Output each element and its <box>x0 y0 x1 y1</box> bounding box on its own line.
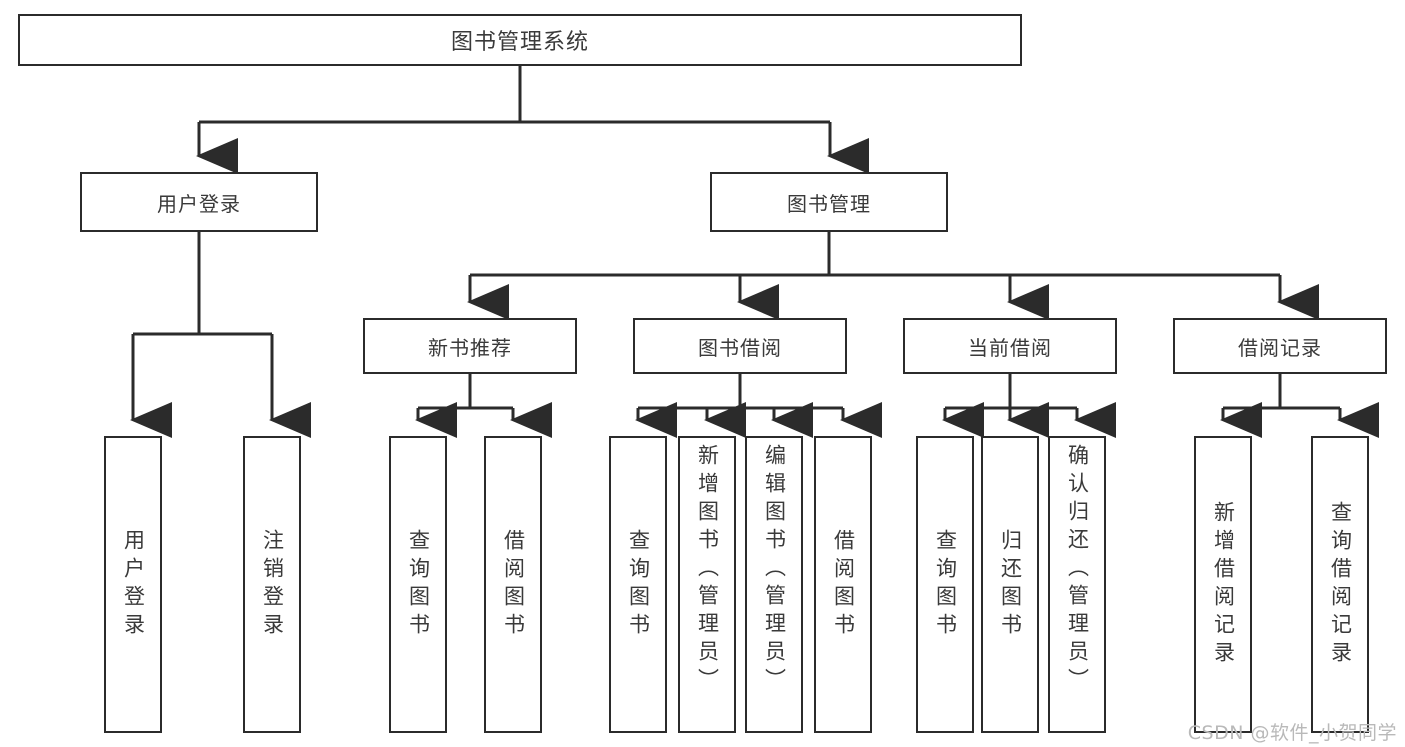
leaf-edit-book-admin[interactable]: 编辑图书（管理员） <box>745 436 803 733</box>
leaf-add-borrow-record[interactable]: 新增借阅记录 <box>1194 436 1252 733</box>
leaf-add-book-admin[interactable]: 新增图书（管理员） <box>678 436 736 733</box>
leaf-label: 归还图书 <box>998 528 1023 641</box>
leaf-confirm-return-admin[interactable]: 确认归还（管理员） <box>1048 436 1106 733</box>
leaf-logout[interactable]: 注销登录 <box>243 436 301 733</box>
watermark-text: CSDN @软件_小贺同学 <box>1187 722 1397 744</box>
leaf-label: 借阅图书 <box>831 528 856 641</box>
node-book-borrowing[interactable]: 图书借阅 <box>633 318 847 374</box>
node-label: 图书管理系统 <box>450 30 589 55</box>
leaf-query-borrow-record[interactable]: 查询借阅记录 <box>1311 436 1369 733</box>
node-borrow-records[interactable]: 借阅记录 <box>1173 318 1387 374</box>
leaf-borrow-books-borrowing[interactable]: 借阅图书 <box>814 436 872 733</box>
node-label: 借阅记录 <box>1238 335 1322 360</box>
leaf-borrow-books-recommendation[interactable]: 借阅图书 <box>484 436 542 733</box>
node-current-borrowing[interactable]: 当前借阅 <box>903 318 1117 374</box>
leaf-label: 查询图书 <box>933 528 958 641</box>
node-label: 图书借阅 <box>698 335 782 360</box>
node-book-management[interactable]: 图书管理 <box>710 172 948 232</box>
node-label: 用户登录 <box>157 191 241 216</box>
node-label: 新书推荐 <box>428 335 512 360</box>
leaf-query-books-borrowing[interactable]: 查询图书 <box>609 436 667 733</box>
leaf-label: 查询图书 <box>406 528 431 641</box>
leaf-label: 编辑图书（管理员） <box>762 444 787 696</box>
leaf-label: 查询图书 <box>626 528 651 641</box>
leaf-label: 用户登录 <box>121 528 146 641</box>
leaf-label: 注销登录 <box>260 528 285 641</box>
node-new-book-recommendation[interactable]: 新书推荐 <box>363 318 577 374</box>
leaf-label: 借阅图书 <box>501 528 526 641</box>
leaf-label: 查询借阅记录 <box>1328 500 1353 669</box>
node-root-library-management-system[interactable]: 图书管理系统 <box>18 14 1022 66</box>
leaf-user-login[interactable]: 用户登录 <box>104 436 162 733</box>
leaf-label: 新增借阅记录 <box>1211 500 1236 669</box>
node-label: 图书管理 <box>787 191 871 216</box>
leaf-query-books-recommendation[interactable]: 查询图书 <box>389 436 447 733</box>
node-user-login[interactable]: 用户登录 <box>80 172 318 232</box>
leaf-return-books[interactable]: 归还图书 <box>981 436 1039 733</box>
leaf-query-books-current[interactable]: 查询图书 <box>916 436 974 733</box>
leaf-label: 新增图书（管理员） <box>695 444 720 696</box>
leaf-label: 确认归还（管理员） <box>1065 444 1090 696</box>
node-label: 当前借阅 <box>968 335 1052 360</box>
